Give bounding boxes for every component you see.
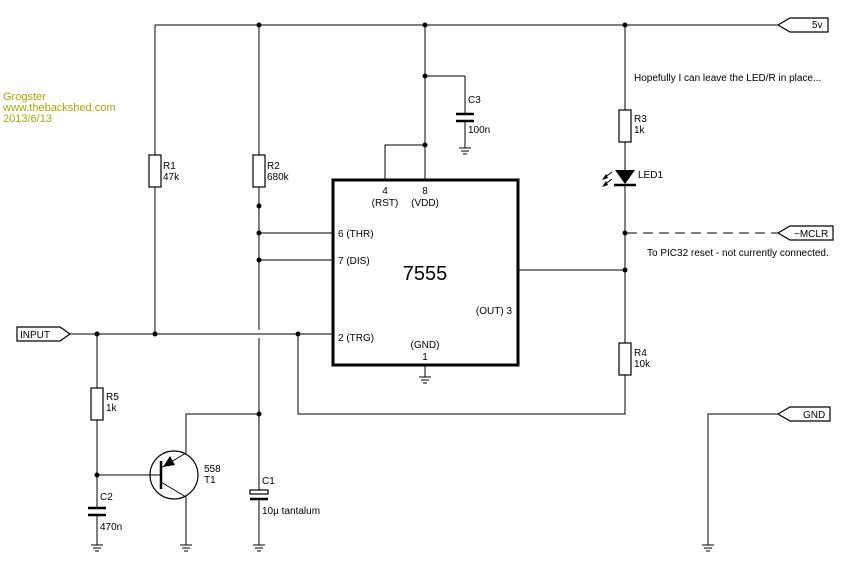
vcc-port: 5v xyxy=(776,17,829,33)
r4-resistor: R4 10k xyxy=(618,342,651,376)
ic-pin3-label: (OUT) 3 xyxy=(476,306,513,317)
r1-value: 47k xyxy=(163,172,180,183)
r1-ref: R1 xyxy=(163,161,176,172)
ic-ground xyxy=(419,365,431,384)
c3-value: 100n xyxy=(468,125,490,136)
t1-value: 558 xyxy=(204,464,221,475)
ic-pin7-label: 7 (DIS) xyxy=(338,256,370,267)
vcc-port-label: 5v xyxy=(812,20,823,31)
vcc-rail xyxy=(154,22,778,180)
timing-node xyxy=(256,187,333,490)
credit-site: www.thebackshed.com xyxy=(2,102,116,114)
r3-resistor: R3 1k xyxy=(618,109,647,170)
led1-diode: LED1 xyxy=(602,170,663,343)
r5-ref: R5 xyxy=(106,392,119,403)
ic-pin2-label: 2 (TRG) xyxy=(338,333,374,344)
ic-pin4-name: (RST) xyxy=(372,198,399,209)
ic-pin4-num: 4 xyxy=(382,186,388,197)
led-note: Hopefully I can leave the LED/R in place… xyxy=(634,73,821,84)
t1-transistor: 558 T1 xyxy=(97,413,259,552)
c2-ref: C2 xyxy=(100,492,113,503)
mclr-note: To PIC32 reset - not currently connected… xyxy=(647,248,829,259)
mclr-port-label: ~MCLR xyxy=(794,229,828,240)
gnd-port: GND xyxy=(702,406,831,552)
credit-date: 2013/6/13 xyxy=(3,113,52,125)
ic-gnd-name: (GND) xyxy=(411,340,440,351)
r2-value: 680k xyxy=(267,172,290,183)
r3-value: 1k xyxy=(634,125,646,136)
r5-value: 1k xyxy=(106,403,118,414)
c1-capacitor: C1 10µ tantalum xyxy=(249,476,320,552)
rst-vdd-link xyxy=(384,142,428,180)
c3-capacitor: C3 100n xyxy=(422,73,490,155)
r2-ref: R2 xyxy=(267,161,280,172)
c2-capacitor: C2 470n xyxy=(88,492,122,552)
c3-ref: C3 xyxy=(468,95,481,106)
r5-resistor: R5 1k xyxy=(90,334,119,508)
r3-ref: R3 xyxy=(634,114,647,125)
r4-ref: R4 xyxy=(634,348,647,359)
ic-name: 7555 xyxy=(403,263,448,285)
ic-pin8-name: (VDD) xyxy=(411,198,439,209)
r4-value: 10k xyxy=(634,359,651,370)
r1-resistor: R1 47k xyxy=(148,154,180,337)
c1-ref: C1 xyxy=(262,476,275,487)
c1-value: 10µ tantalum xyxy=(262,506,320,517)
c2-value: 470n xyxy=(100,522,122,533)
t1-ref: T1 xyxy=(204,475,216,486)
mclr-link: ~MCLR To PIC32 reset - not currently con… xyxy=(627,225,834,259)
led1-ref: LED1 xyxy=(638,170,663,181)
credit-author: Grogster xyxy=(3,91,46,103)
ic-pin8-num: 8 xyxy=(422,186,428,197)
ic-7555: 7555 4 (RST) 8 (VDD) 6 (THR) 7 (DIS) 2 (… xyxy=(331,178,520,367)
ic-pin6-label: 6 (THR) xyxy=(338,229,374,240)
input-port: INPUT xyxy=(16,326,72,342)
gnd-port-label: GND xyxy=(803,410,825,421)
input-port-label: INPUT xyxy=(20,330,50,341)
r2-resistor: R2 680k xyxy=(252,154,290,188)
ic-gnd-num: 1 xyxy=(422,352,428,363)
